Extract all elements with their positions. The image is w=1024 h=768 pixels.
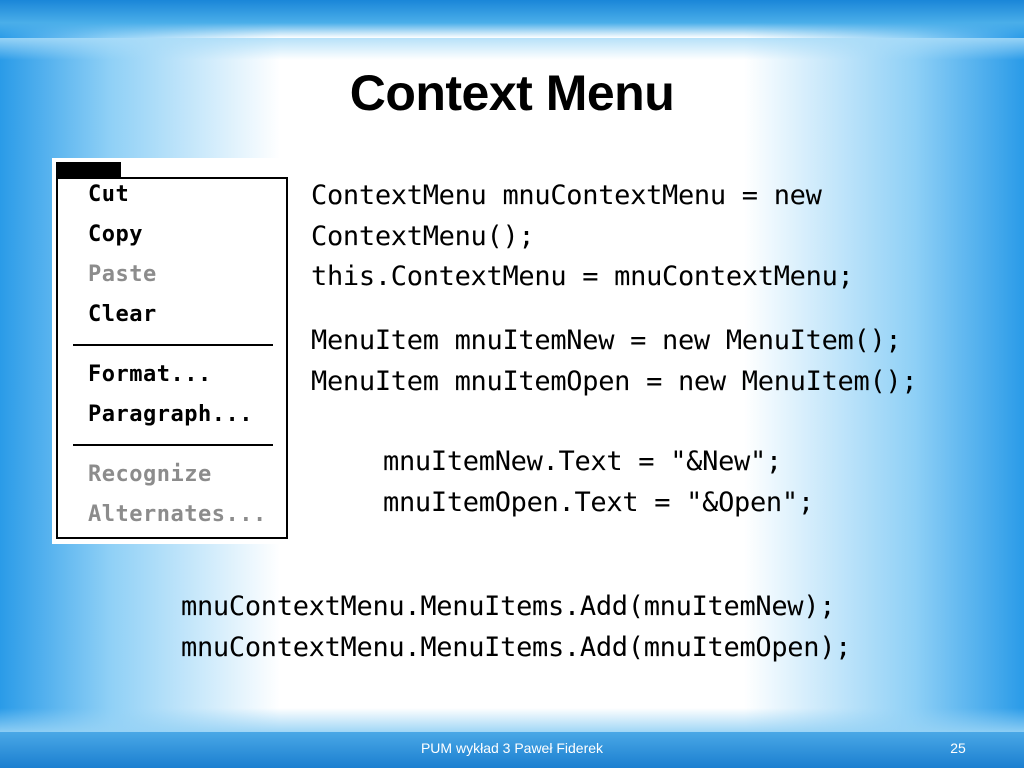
page-number: 25 [950,740,966,756]
menu-item-recognize[interactable]: Recognize [88,462,212,487]
menu-item-cut[interactable]: Cut [88,182,130,207]
code-line: mnuContextMenu.MenuItems.Add(mnuItemOpen… [181,632,852,663]
menu-item-copy[interactable]: Copy [88,222,143,247]
menu-item-clear[interactable]: Clear [88,302,157,327]
code-line: MenuItem mnuItemOpen = new MenuItem(); [311,366,918,397]
menu-item-format[interactable]: Format... [88,362,212,387]
top-banner [0,0,1024,60]
menu-item-alternates[interactable]: Alternates... [88,502,267,527]
slide-title: Context Menu [349,65,675,121]
menu-separator [73,344,273,346]
slide-footer: PUM wykład 3 Paweł Fiderek [420,740,604,756]
code-line: this.ContextMenu = mnuContextMenu; [311,261,854,292]
menu-item-paste[interactable]: Paste [88,262,157,287]
menu-separator [73,444,273,446]
code-line: mnuContextMenu.MenuItems.Add(mnuItemNew)… [181,591,836,622]
menu-item-paragraph[interactable]: Paragraph... [88,402,253,427]
code-line: mnuItemOpen.Text = "&Open"; [383,487,814,518]
menu-title-tab [56,162,121,178]
context-menu [56,177,288,539]
code-line: mnuItemNew.Text = "&New"; [383,446,782,477]
bottom-banner [0,708,1024,768]
code-line: ContextMenu(); [311,221,535,252]
code-line: ContextMenu mnuContextMenu = new [311,180,822,211]
code-line: MenuItem mnuItemNew = new MenuItem(); [311,325,902,356]
